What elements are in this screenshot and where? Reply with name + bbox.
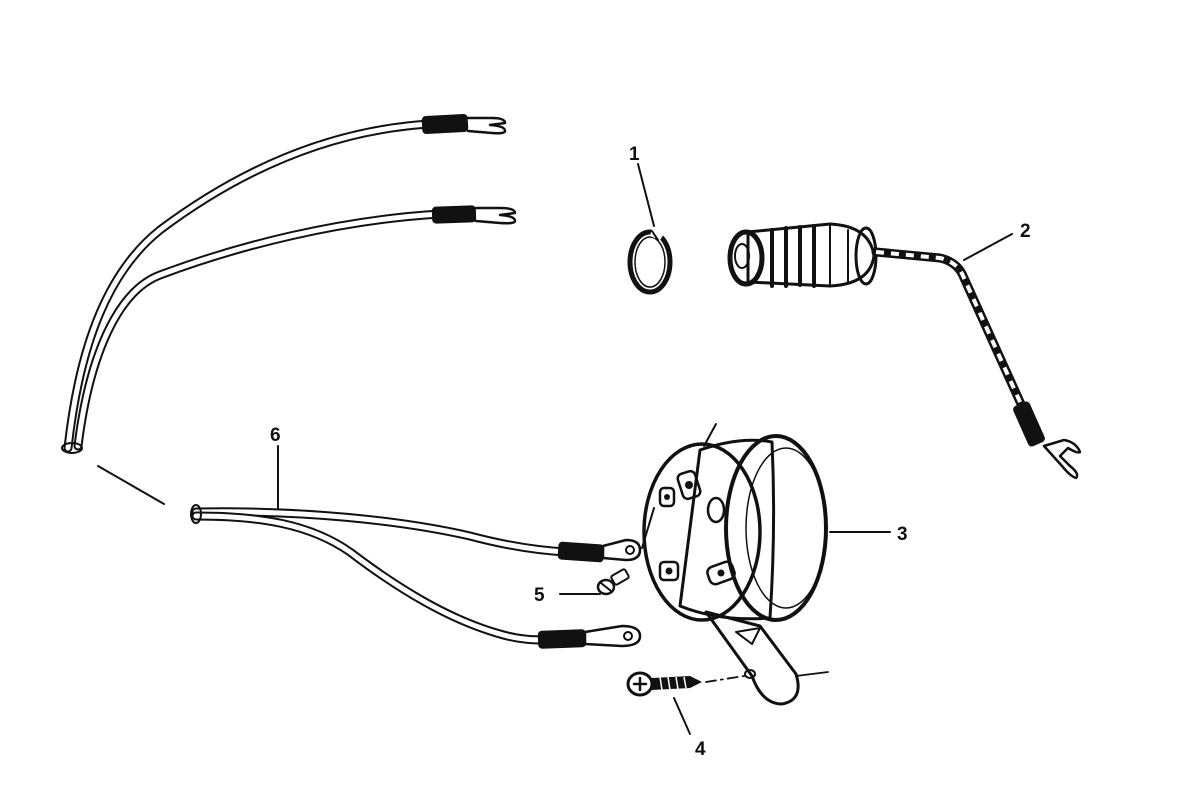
leader-2 — [963, 233, 1013, 261]
callout-1: 1 — [629, 144, 640, 165]
spade-terminal-upper-a — [421, 114, 507, 135]
callout-5: 5 — [534, 585, 545, 606]
leader-1 — [637, 163, 655, 227]
terminal-post-bottom-left — [658, 560, 680, 582]
callout-4: 4 — [695, 739, 706, 760]
callout-2: 2 — [1020, 221, 1031, 242]
retaining-ring — [627, 228, 673, 295]
callout-3: 3 — [897, 524, 908, 545]
callout-6: 6 — [270, 425, 281, 446]
leader-lines — [277, 163, 1013, 735]
callout-labels: 1 2 3 4 5 6 — [270, 144, 1031, 760]
lamp-socket-assembly — [727, 222, 1082, 480]
terminal-post-left — [658, 486, 676, 508]
ring-terminal-upper — [557, 538, 642, 563]
leader-4 — [673, 697, 691, 735]
gauge-housing — [642, 423, 828, 706]
spade-terminal-upper-b — [431, 205, 517, 225]
upper-wire-harness — [61, 114, 517, 454]
terminal-post-bottom-right — [706, 560, 736, 586]
break-line — [97, 465, 165, 505]
terminal-post-top — [676, 469, 702, 501]
terminal-screw — [596, 568, 630, 596]
lower-wire-harness — [190, 504, 642, 649]
mounting-screw — [626, 671, 829, 697]
ring-terminal-lower — [537, 624, 642, 649]
